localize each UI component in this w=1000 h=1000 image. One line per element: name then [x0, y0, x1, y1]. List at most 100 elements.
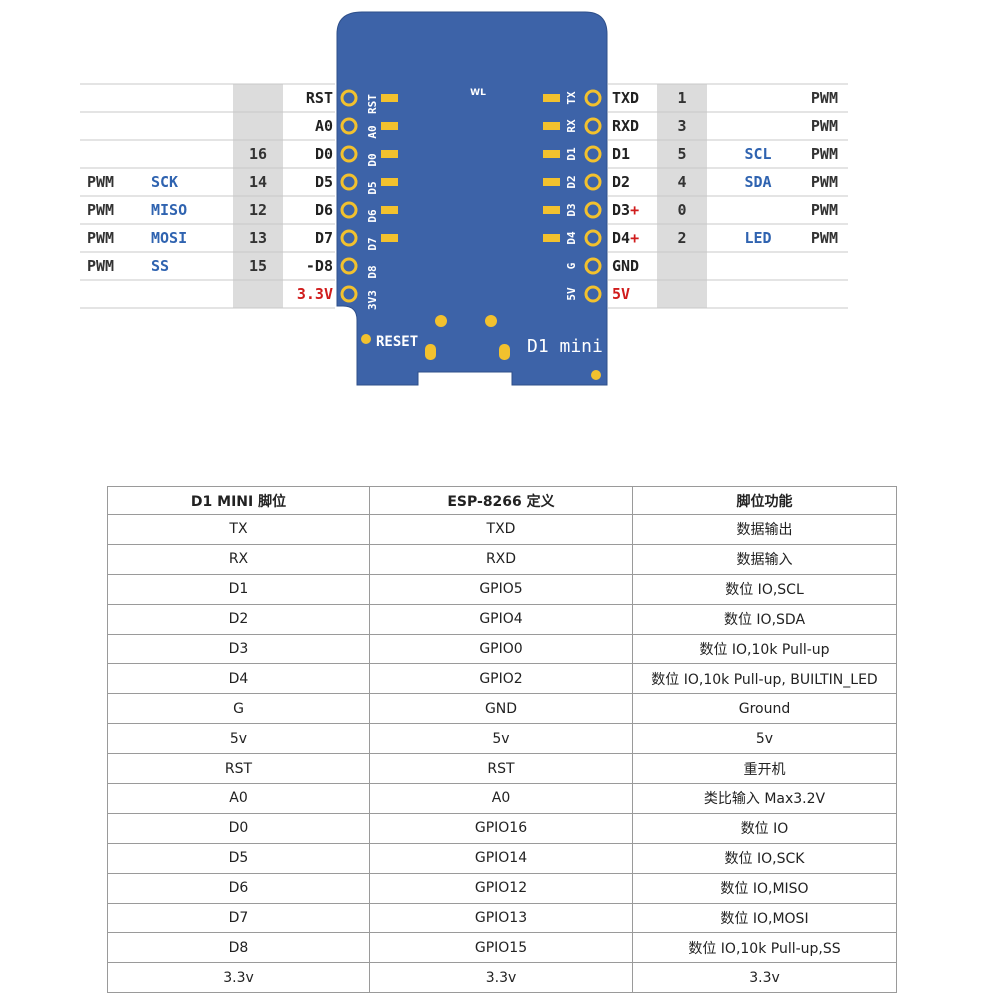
left-pin-name: D7	[315, 229, 333, 247]
mount-pad-1	[435, 315, 447, 327]
cell-pin-function: 重开机	[632, 753, 897, 785]
row-separators	[80, 83, 848, 309]
left-pad	[340, 229, 358, 247]
right-pwm-label: PWM	[811, 201, 838, 219]
cell-pin-function: 数位 IO,MOSI	[632, 902, 897, 934]
left-func-label: MISO	[151, 201, 187, 219]
right-pin-name: D2	[612, 173, 630, 191]
cell-d1-mini-pin: D3	[107, 633, 370, 665]
right-pwm-label: PWM	[811, 229, 838, 247]
cell-pin-function: 数位 IO,10k Pull-up, BUILTIN_LED	[632, 663, 897, 695]
left-pin-name: D6	[315, 201, 333, 219]
left-gpio-number: 15	[249, 257, 267, 275]
cell-pin-function: 数位 IO,SCK	[632, 842, 897, 874]
cell-esp8266-definition: GPIO2	[369, 663, 633, 695]
cell-esp8266-definition: GPIO16	[369, 812, 633, 844]
silk-left-label: D5	[366, 181, 379, 194]
right-pin-name: D3+	[612, 201, 639, 219]
cell-esp8266-definition: A0	[369, 783, 633, 814]
cell-d1-mini-pin: A0	[107, 783, 370, 814]
right-gpio-number: 4	[677, 173, 686, 191]
left-pad	[340, 117, 358, 135]
left-pin-name: RST	[306, 89, 333, 107]
left-smd-pad	[381, 234, 398, 242]
board-pads	[340, 89, 602, 303]
left-pad	[340, 173, 358, 191]
silk-left-label: D7	[366, 237, 379, 250]
header-d1-mini-pin: D1 MINI 脚位	[107, 486, 370, 515]
cell-d1-mini-pin: D4	[107, 663, 370, 695]
cell-esp8266-definition: GPIO4	[369, 603, 633, 635]
header-pin-function: 脚位功能	[632, 486, 897, 515]
cell-d1-mini-pin: G	[107, 693, 370, 725]
right-pin-name: RXD	[612, 117, 639, 135]
right-gpio-number: 1	[677, 89, 686, 107]
cell-pin-function: 数位 IO,SCL	[632, 573, 897, 605]
right-pad	[584, 145, 602, 163]
cell-esp8266-definition: GPIO14	[369, 842, 633, 874]
left-pad	[340, 257, 358, 275]
left-pad	[340, 201, 358, 219]
left-gpio-number: 12	[249, 201, 267, 219]
right-pwm-label: PWM	[811, 89, 838, 107]
right-smd-pad	[543, 178, 560, 186]
right-pad	[584, 117, 602, 135]
left-smd-pad	[381, 206, 398, 214]
usb-pad-1	[425, 344, 436, 360]
right-pin-name: D4+	[612, 229, 639, 247]
cell-pin-function: 数据输出	[632, 514, 897, 545]
reset-pad	[361, 334, 371, 344]
cell-pin-function: 5v	[632, 723, 897, 755]
cell-esp8266-definition: RST	[369, 753, 633, 785]
left-pin-name: -D8	[306, 257, 333, 275]
right-pad	[584, 285, 602, 303]
cell-d1-mini-pin: 5v	[107, 723, 370, 755]
right-pin-name: D1	[612, 145, 630, 163]
right-pin-plus: +	[630, 229, 639, 247]
silk-left-label: D0	[366, 153, 379, 166]
cell-pin-function: 数据输入	[632, 543, 897, 575]
silk-right-label: 5V	[565, 287, 578, 301]
left-pwm-label: PWM	[87, 257, 114, 275]
silk-right-label: RX	[565, 119, 578, 133]
cell-pin-function: 3.3v	[632, 962, 897, 994]
cell-esp8266-definition: 5v	[369, 723, 633, 755]
cell-d1-mini-pin: D2	[107, 603, 370, 635]
board-outline	[336, 11, 608, 386]
right-pin-name: GND	[612, 257, 639, 275]
left-pad	[340, 89, 358, 107]
silk-right-label: TX	[565, 91, 578, 105]
right-pin-text: D3	[612, 201, 630, 219]
silk-left-label: A0	[366, 125, 379, 138]
right-pwm-label: PWM	[811, 117, 838, 135]
cell-pin-function: 数位 IO,SDA	[632, 603, 897, 635]
silk-right-label: D2	[565, 175, 578, 188]
cell-esp8266-definition: GPIO13	[369, 902, 633, 934]
usb-pad-2	[499, 344, 510, 360]
cell-pin-function: 类比输入 Max3.2V	[632, 783, 897, 814]
left-pwm-label: PWM	[87, 173, 114, 191]
left-pin-name: D5	[315, 173, 333, 191]
right-smd-pad	[543, 150, 560, 158]
silk-right-label: D4	[565, 231, 578, 245]
cell-pin-function: 数位 IO	[632, 812, 897, 844]
right-pin-plus: +	[630, 201, 639, 219]
right-smd-pad	[543, 122, 560, 130]
cell-d1-mini-pin: D6	[107, 872, 370, 904]
left-smd-pad	[381, 150, 398, 158]
right-pin-text: D2	[612, 173, 630, 191]
left-smd-pad	[381, 122, 398, 130]
silk-left-label: D8	[366, 265, 379, 278]
left-gpio-number: 16	[249, 145, 267, 163]
